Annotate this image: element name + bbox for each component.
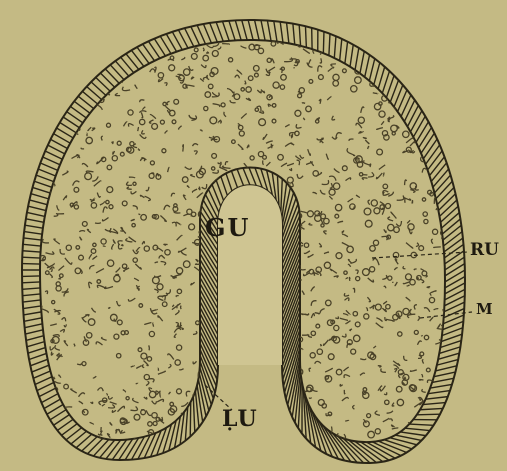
mesoderm-fiber	[302, 103, 305, 104]
mesoderm-fiber	[108, 308, 110, 309]
label-lu: ḶU	[222, 406, 257, 432]
mesoderm-fiber	[419, 380, 423, 381]
mesoderm-fiber	[412, 201, 413, 204]
cell-wall-tick	[305, 26, 306, 47]
mesoderm-fiber	[149, 345, 150, 350]
mesoderm-fiber	[309, 398, 311, 399]
mesoderm-fiber	[320, 344, 321, 345]
mesoderm-fiber	[414, 269, 416, 270]
cell-wall-tick	[323, 32, 324, 54]
cell-wall-tick	[417, 414, 440, 415]
label-ru: RU	[470, 240, 499, 260]
mesoderm-fiber	[181, 306, 182, 309]
cell-wall-tick	[22, 282, 40, 283]
mesoderm-fiber	[349, 277, 350, 281]
label-m: M	[476, 300, 493, 318]
cell-wall-tick	[22, 257, 40, 258]
mesoderm-fiber	[363, 138, 366, 139]
mesoderm-fiber	[344, 390, 345, 394]
mesoderm-fiber	[138, 128, 139, 132]
cell-wall-tick	[190, 402, 191, 437]
label-gu: GU	[205, 213, 250, 242]
mesoderm-fiber	[95, 223, 101, 224]
mesoderm-fiber	[434, 247, 441, 248]
mesoderm-fiber	[59, 278, 61, 279]
mesoderm-fiber	[314, 273, 315, 276]
mesoderm-fiber	[183, 145, 184, 152]
